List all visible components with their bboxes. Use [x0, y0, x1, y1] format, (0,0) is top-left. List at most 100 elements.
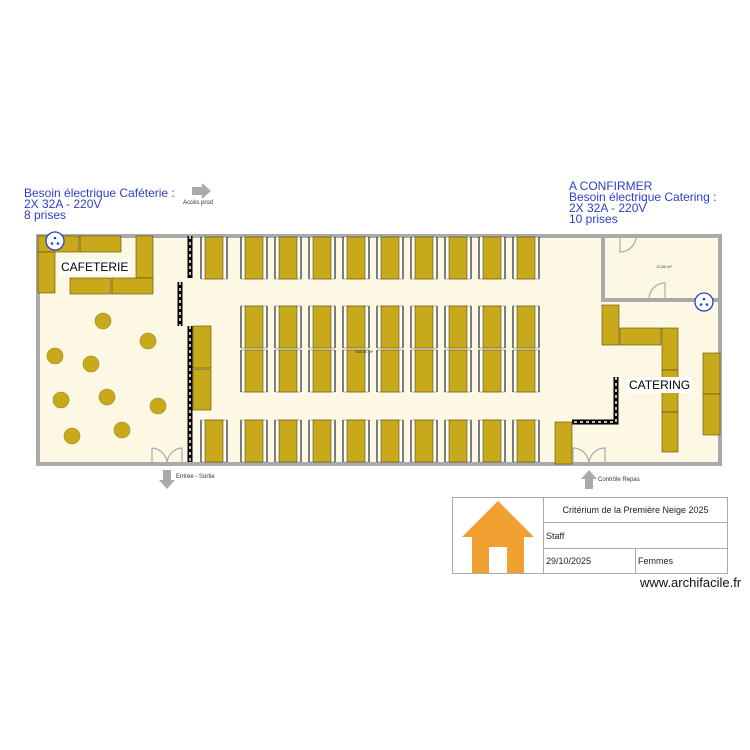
counter [135, 235, 154, 279]
subtitle: Staff [543, 522, 728, 549]
dining-table [346, 419, 366, 463]
door-icon [619, 235, 637, 253]
dining-table [516, 236, 536, 280]
dining-table [380, 305, 400, 349]
dining-table [278, 419, 298, 463]
dining-table [448, 419, 468, 463]
house-logo-icon [462, 500, 534, 573]
project-title: Critérium de la Première Neige 2025 [543, 497, 728, 523]
round-table [82, 355, 100, 373]
round-table [149, 397, 167, 415]
dining-table [312, 305, 332, 349]
counter [702, 352, 721, 395]
dining-table [346, 305, 366, 349]
dining-table [204, 236, 224, 280]
dining-table [346, 236, 366, 280]
dining-table [380, 349, 400, 393]
entry-exit-label: Entrée - Sortie [176, 474, 215, 480]
counter [69, 277, 112, 295]
outlet-pin [53, 236, 57, 240]
small-room-area-label: 12,80 m² [656, 264, 672, 269]
counter [79, 235, 122, 253]
logo-cell [452, 497, 544, 574]
round-table [46, 347, 64, 365]
dining-table [414, 419, 434, 463]
power-outlet-icon [694, 292, 714, 312]
arrow-up-icon [581, 470, 597, 489]
note-line: 10 prises [569, 212, 618, 226]
counter [111, 277, 154, 295]
catering-power-note: A CONFIRMER Besoin électrique Catering :… [569, 179, 717, 226]
dining-table [482, 349, 502, 393]
cafeteria-label: CAFETERIE [59, 259, 131, 275]
dining-table [516, 305, 536, 349]
dining-table [244, 349, 264, 393]
counter [619, 327, 662, 346]
door-icon [166, 447, 183, 465]
outlet-pin [56, 242, 60, 245]
round-table [63, 427, 81, 445]
outlet-pin [699, 303, 703, 306]
outlet-pin [702, 297, 706, 301]
round-table [94, 312, 112, 330]
door-icon [648, 282, 666, 300]
counter [601, 304, 620, 346]
dining-table [346, 349, 366, 393]
meal-control-label: Contrôle Repas [598, 477, 640, 483]
access-prod-label: Accès prod [183, 200, 214, 206]
dining-table [204, 419, 224, 463]
cafeteria-power-note: Besoin électrique Caféterie : 2X 32A - 2… [24, 186, 175, 222]
dining-table [448, 236, 468, 280]
dining-table [482, 419, 502, 463]
arrow-down-icon [159, 470, 175, 489]
counter [554, 421, 573, 465]
counter [661, 411, 679, 453]
dining-table [414, 349, 434, 393]
dining-table [482, 236, 502, 280]
dining-table [278, 349, 298, 393]
dining-table [278, 236, 298, 280]
round-table [98, 388, 116, 406]
dining-table [414, 305, 434, 349]
round-table [113, 421, 131, 439]
counter [37, 251, 56, 294]
power-outlet-icon [45, 231, 65, 251]
dining-table [244, 305, 264, 349]
main-area-label: 288,30 m² [355, 349, 374, 354]
dining-table [380, 419, 400, 463]
arrow-right-icon [192, 183, 211, 199]
dining-table [312, 419, 332, 463]
barrier-dash [572, 377, 617, 423]
outlet-pin [50, 242, 54, 245]
dining-table [278, 305, 298, 349]
dining-table [380, 236, 400, 280]
date: 29/10/2025 [543, 548, 636, 574]
dining-table [414, 236, 434, 280]
dining-table [448, 305, 468, 349]
note-line: 2X 32A - 220V [24, 197, 102, 211]
note-line: 8 prises [24, 208, 67, 222]
note-line: Besoin électrique Catering : [569, 190, 717, 204]
bench [192, 325, 212, 369]
note-line: Besoin électrique Caféterie : [24, 186, 175, 200]
round-table [139, 332, 157, 350]
dining-table [244, 419, 264, 463]
counter [661, 327, 679, 371]
door-icon [588, 447, 606, 465]
dining-table [312, 236, 332, 280]
walls [36, 234, 722, 466]
outlet-pin [705, 303, 709, 306]
website-link[interactable]: www.archifacile.fr [640, 575, 742, 590]
catering-label: CATERING [627, 377, 693, 393]
dining-table [312, 349, 332, 393]
note-line: 2X 32A - 220V [569, 201, 647, 215]
dining-table [482, 305, 502, 349]
note-line: A CONFIRMER [569, 179, 653, 193]
round-table [52, 391, 70, 409]
counter [702, 393, 721, 436]
category: Femmes [635, 548, 728, 574]
dining-table [448, 349, 468, 393]
dining-table [516, 349, 536, 393]
bench [192, 368, 212, 411]
